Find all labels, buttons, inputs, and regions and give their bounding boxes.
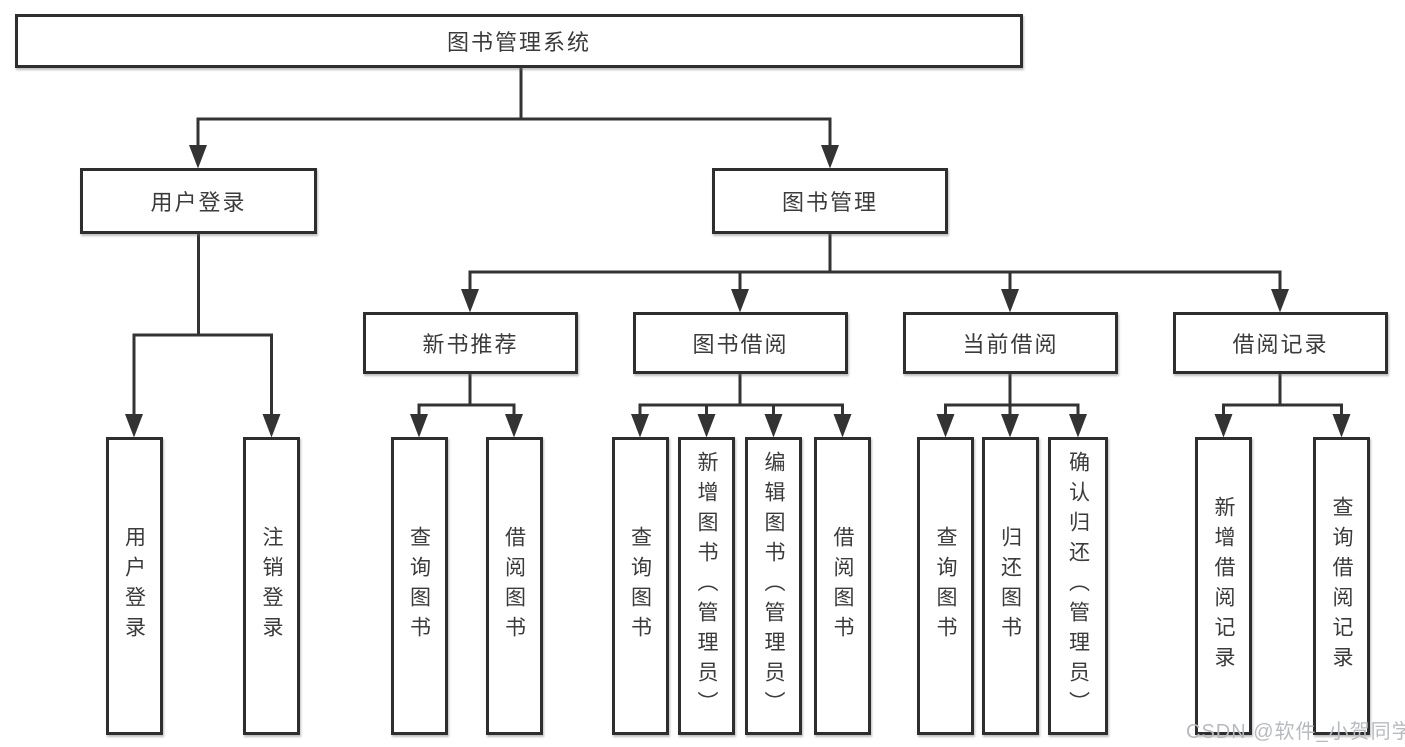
leaf-current-query-books: 查询图书: [917, 437, 974, 735]
leaf-records-add-record-label: 新增借阅记录: [1212, 496, 1236, 676]
connector-root-to-level2: [196, 67, 832, 147]
arrowhead-icon: [764, 414, 783, 438]
leaf-current-confirm-return-admin: 确认归还（管理员）: [1048, 437, 1108, 735]
leaf-borrowing-query-books-label: 查询图书: [628, 526, 652, 646]
arrowhead-icon: [410, 414, 428, 438]
arrowhead-icon: [833, 414, 852, 438]
leaf-current-confirm-return-admin-label: 确认归还（管理员）: [1066, 451, 1090, 721]
arrowhead-icon: [936, 414, 955, 438]
arrowhead-icon: [125, 414, 143, 438]
node-library-system: 图书管理系统: [15, 14, 1023, 68]
leaf-current-return-books-label: 归还图书: [998, 526, 1022, 646]
connector-newbooks-to-leaves: [417, 373, 516, 416]
leaf-logout-label: 注销登录: [260, 526, 284, 646]
arrowhead-icon: [1069, 414, 1087, 438]
csdn-watermark: CSDN @软件_小贺同学: [1186, 721, 1405, 743]
leaf-borrowing-add-books-admin-label: 新增图书（管理员）: [695, 451, 719, 721]
node-book-management-label: 图书管理: [781, 190, 878, 215]
node-book-borrowing-label: 图书借阅: [692, 332, 789, 357]
node-user-login-label: 用户登录: [150, 190, 247, 215]
arrowhead-icon: [189, 145, 207, 169]
node-book-borrowing: 图书借阅: [633, 312, 848, 374]
connector-currentborrow-to-leaves: [944, 373, 1080, 416]
node-book-management: 图书管理: [712, 168, 948, 234]
leaf-records-query-record-label: 查询借阅记录: [1330, 496, 1354, 676]
leaf-borrowing-add-books-admin: 新增图书（管理员）: [678, 437, 735, 735]
arrowhead-icon: [1001, 414, 1019, 438]
connector-bookmgmt-to-level3: [468, 233, 1282, 291]
connector-userlogin-to-leaves: [132, 233, 273, 416]
node-user-login: 用户登录: [80, 168, 317, 234]
leaf-newbooks-borrow-books: 借阅图书: [485, 437, 543, 735]
arrowhead-icon: [461, 289, 479, 313]
leaf-borrowing-query-books: 查询图书: [611, 437, 669, 735]
connector-records-to-leaves: [1222, 373, 1343, 416]
node-current-borrowing: 当前借阅: [903, 312, 1118, 374]
arrowhead-icon: [821, 145, 839, 169]
arrowhead-icon: [697, 414, 716, 438]
arrowhead-icon: [1001, 289, 1019, 313]
leaf-borrowing-borrow-books-label: 借阅图书: [831, 526, 855, 646]
leaf-user-login: 用户登录: [105, 437, 163, 735]
node-library-system-label: 图书管理系统: [446, 30, 591, 55]
leaf-current-return-books: 归还图书: [981, 437, 1039, 735]
leaf-newbooks-query-books: 查询图书: [390, 437, 448, 735]
arrowhead-icon: [1214, 414, 1233, 438]
leaf-borrowing-edit-books-admin: 编辑图书（管理员）: [745, 437, 802, 735]
node-new-book-recommend: 新书推荐: [363, 312, 578, 374]
arrowheads: [125, 145, 1351, 438]
node-current-borrowing-label: 当前借阅: [962, 332, 1059, 357]
leaf-borrowing-borrow-books: 借阅图书: [814, 437, 871, 735]
leaf-user-login-label: 用户登录: [122, 526, 146, 646]
node-borrowing-records-label: 借阅记录: [1232, 332, 1329, 357]
leaf-current-query-books-label: 查询图书: [934, 526, 958, 646]
arrowhead-icon: [1332, 414, 1351, 438]
connector-bookborrow-to-leaves: [638, 373, 844, 416]
node-borrowing-records: 借阅记录: [1173, 312, 1388, 374]
leaf-borrowing-edit-books-admin-label: 编辑图书（管理员）: [762, 451, 786, 721]
leaf-newbooks-borrow-books-label: 借阅图书: [502, 526, 526, 646]
arrowhead-icon: [262, 414, 281, 438]
arrowhead-icon: [731, 289, 749, 313]
leaf-logout: 注销登录: [243, 437, 300, 735]
arrowhead-icon: [505, 414, 523, 438]
arrowhead-icon: [631, 414, 649, 438]
leaf-records-add-record: 新增借阅记录: [1195, 437, 1252, 735]
leaf-newbooks-query-books-label: 查询图书: [407, 526, 431, 646]
node-new-book-recommend-label: 新书推荐: [422, 332, 519, 357]
arrowhead-icon: [1271, 289, 1289, 313]
leaf-records-query-record: 查询借阅记录: [1313, 437, 1370, 735]
